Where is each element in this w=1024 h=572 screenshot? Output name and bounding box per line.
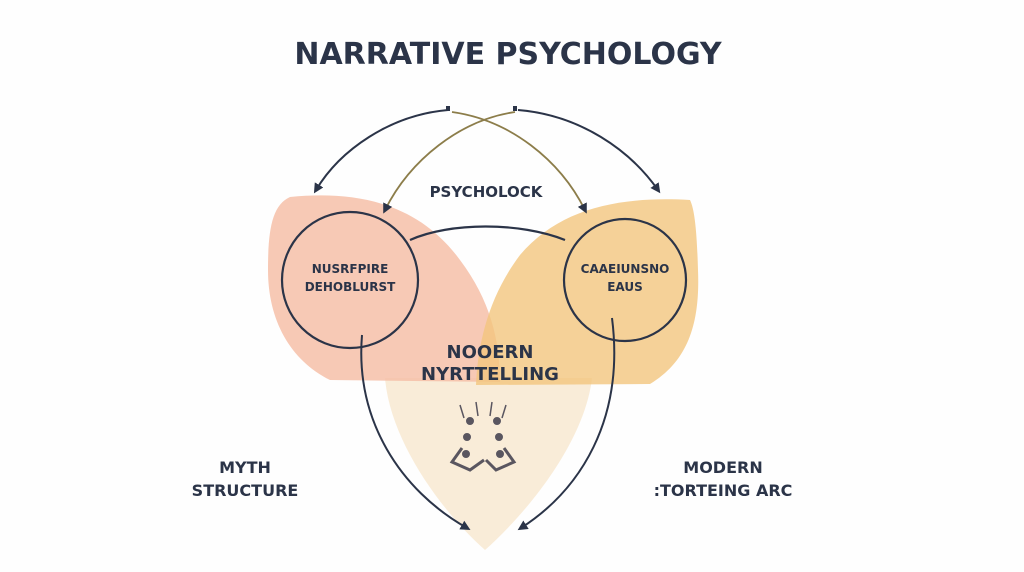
diagram-title: NARRATIVE PSYCHOLOGY <box>294 37 723 72</box>
center-label-1: NOOERN <box>447 342 534 363</box>
left-circle-label-2: DEHOBLURST <box>305 280 396 294</box>
right-circle-label-2: EAUS <box>607 280 643 294</box>
arrow-bottom-left <box>360 334 471 530</box>
label-top: PSYCHOLOCK <box>430 183 544 201</box>
marker-dot <box>446 106 450 111</box>
arrow-top-left <box>313 109 449 194</box>
arrow-cross-left <box>383 111 516 214</box>
center-label-2: NYRTTELLING <box>421 364 559 385</box>
right-bottom-label-2: :TORTEING ARC <box>654 481 793 500</box>
figures-icon <box>449 401 517 472</box>
right-circle-label-1: CAAEIUNSNO <box>581 262 670 276</box>
central-arc <box>409 225 566 242</box>
arrow-bottom-right <box>517 317 616 531</box>
pink-region <box>268 195 500 382</box>
right-circle <box>562 217 688 343</box>
arrow-top-right <box>517 109 661 194</box>
left-circle-label-1: NUSRFPIRE <box>312 262 389 276</box>
left-circle <box>280 210 420 350</box>
marker-dot <box>513 106 517 111</box>
right-bottom-label-1: MODERN <box>683 458 762 477</box>
left-bottom-label-2: STRUCTURE <box>192 481 299 500</box>
left-bottom-label-1: MYTH <box>219 458 271 477</box>
arrow-cross-right <box>451 111 587 214</box>
